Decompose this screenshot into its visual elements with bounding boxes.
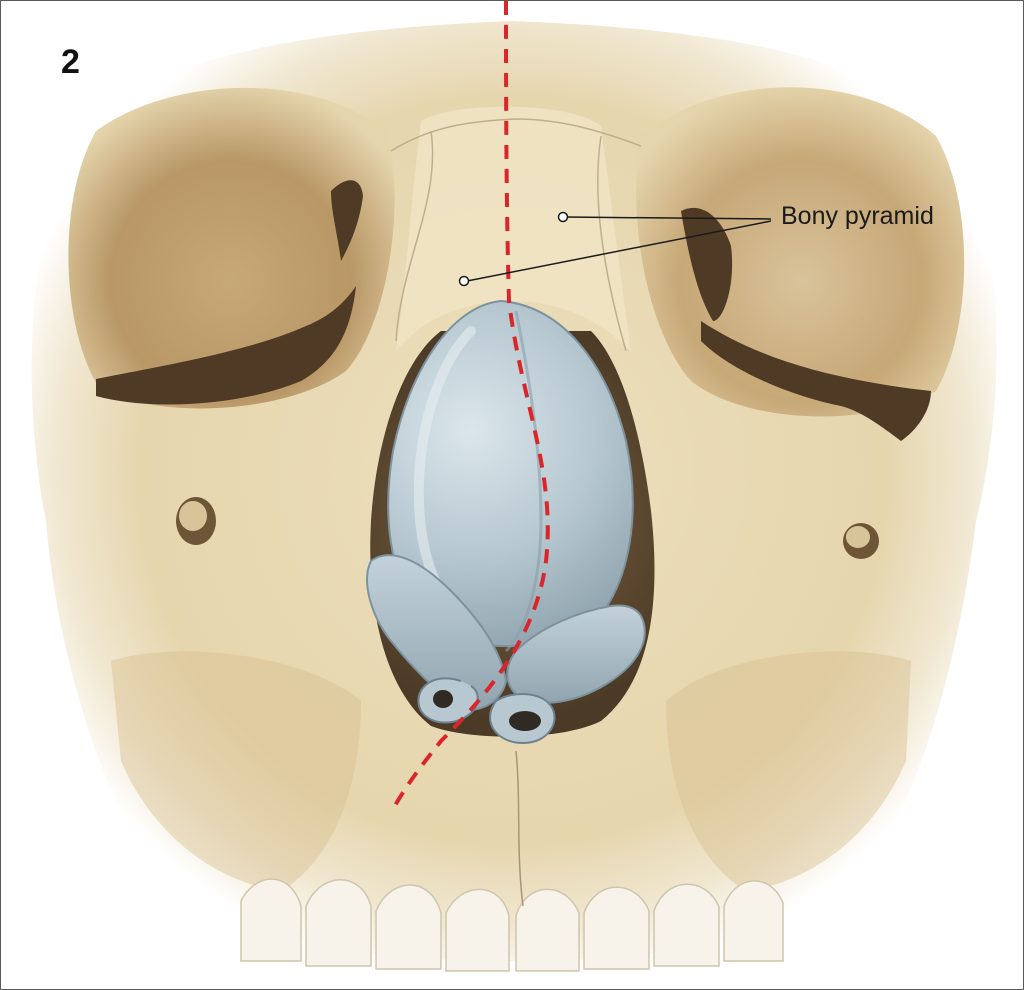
frontonasal-suture [390,118,642,152]
bony-pyramid-label: Bony pyramid [781,202,934,230]
teeth-row [240,878,784,972]
left-orbit-floor-cavity [96,286,356,405]
leader-point-lower [458,275,470,287]
right-alar-cartilage [506,604,646,704]
nasal-bones [396,106,631,351]
label-leader-lines [466,216,772,282]
nasal-suture-right [597,135,627,352]
right-infraorbital-foramen-rim [846,526,870,548]
cartilage-septal-crease [504,310,543,653]
left-infraorbital-foramen-rim [179,501,207,531]
left-orbit-fissure [331,180,363,261]
right-nostril [509,711,541,731]
figure-number: 2 [61,43,80,81]
left-nostril [433,690,453,708]
left-alar-cartilage [366,554,508,711]
maxilla-shadow-right [666,651,911,891]
leader-point-upper [557,211,569,223]
maxilla-shadow-left [111,651,361,891]
nasal-suture-left [395,130,434,342]
midline-dashed-line [391,1,550,810]
right-orbit-floor-cavity [701,321,931,441]
maxillary-suture [515,750,524,907]
